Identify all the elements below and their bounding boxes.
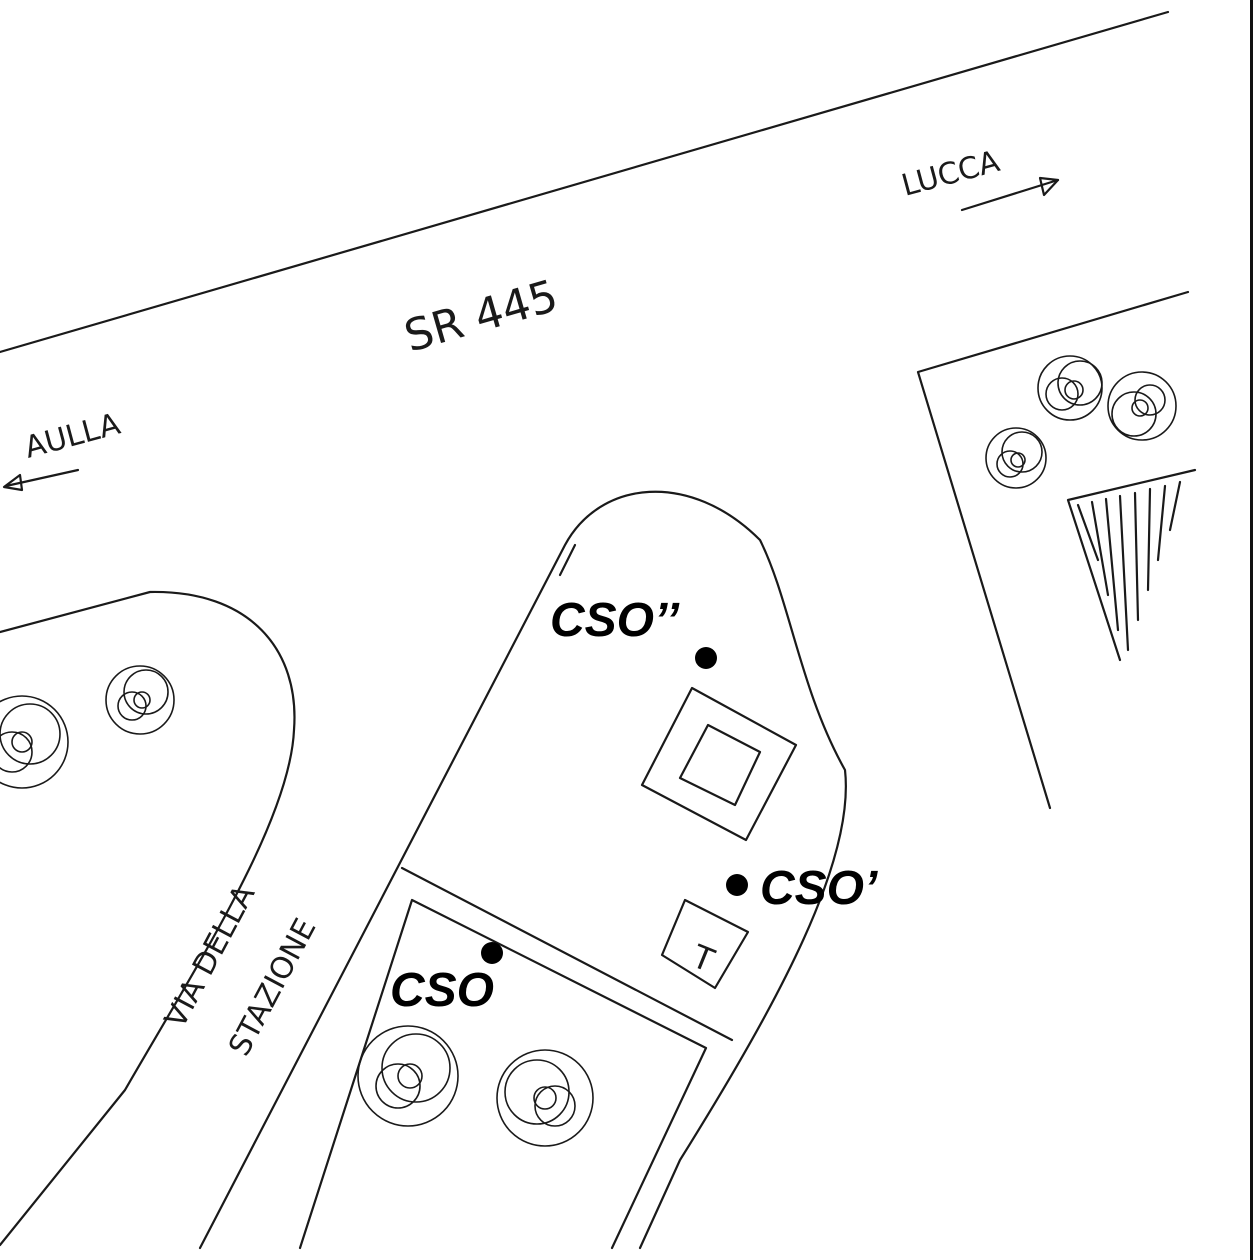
inner-bed-outline (298, 898, 708, 1250)
tree-icon (105, 665, 175, 735)
tree-icon (985, 427, 1047, 489)
point-cso-marker (481, 942, 503, 964)
building-square-icon (640, 686, 798, 842)
hatched-area-icon (1076, 480, 1182, 652)
road-label: SR 445 (399, 270, 563, 362)
point-cso-prime-marker (726, 874, 748, 896)
left-traffic-island (0, 590, 296, 1247)
tree-icon (1107, 371, 1177, 441)
point-cso-double-prime-label: CSO’’ (550, 594, 680, 647)
direction-label-aulla: AULLA (21, 407, 124, 466)
central-traffic-island (198, 490, 847, 1250)
tree-icon (357, 1025, 459, 1127)
hatched-area-outline (1066, 468, 1197, 662)
point-cso-prime-label: CSO’ (760, 862, 878, 915)
direction-label-lucca: LUCCA (898, 144, 1004, 204)
road-edge-top (0, 10, 1170, 354)
arrow-left-icon (2, 468, 80, 492)
central-island-notch (558, 543, 577, 577)
tree-icon (1037, 355, 1103, 421)
point-cso-label: CSO (390, 964, 494, 1017)
point-cso-double-prime-marker (695, 647, 717, 669)
right-border (1250, 0, 1253, 1260)
t-box-icon: T (660, 898, 750, 990)
tree-icon (0, 695, 69, 789)
right-block (916, 290, 1190, 810)
t-box-label: T (686, 937, 720, 980)
tree-icon (496, 1049, 594, 1147)
arrow-right-icon (960, 176, 1060, 212)
central-divider-line (400, 866, 734, 1042)
